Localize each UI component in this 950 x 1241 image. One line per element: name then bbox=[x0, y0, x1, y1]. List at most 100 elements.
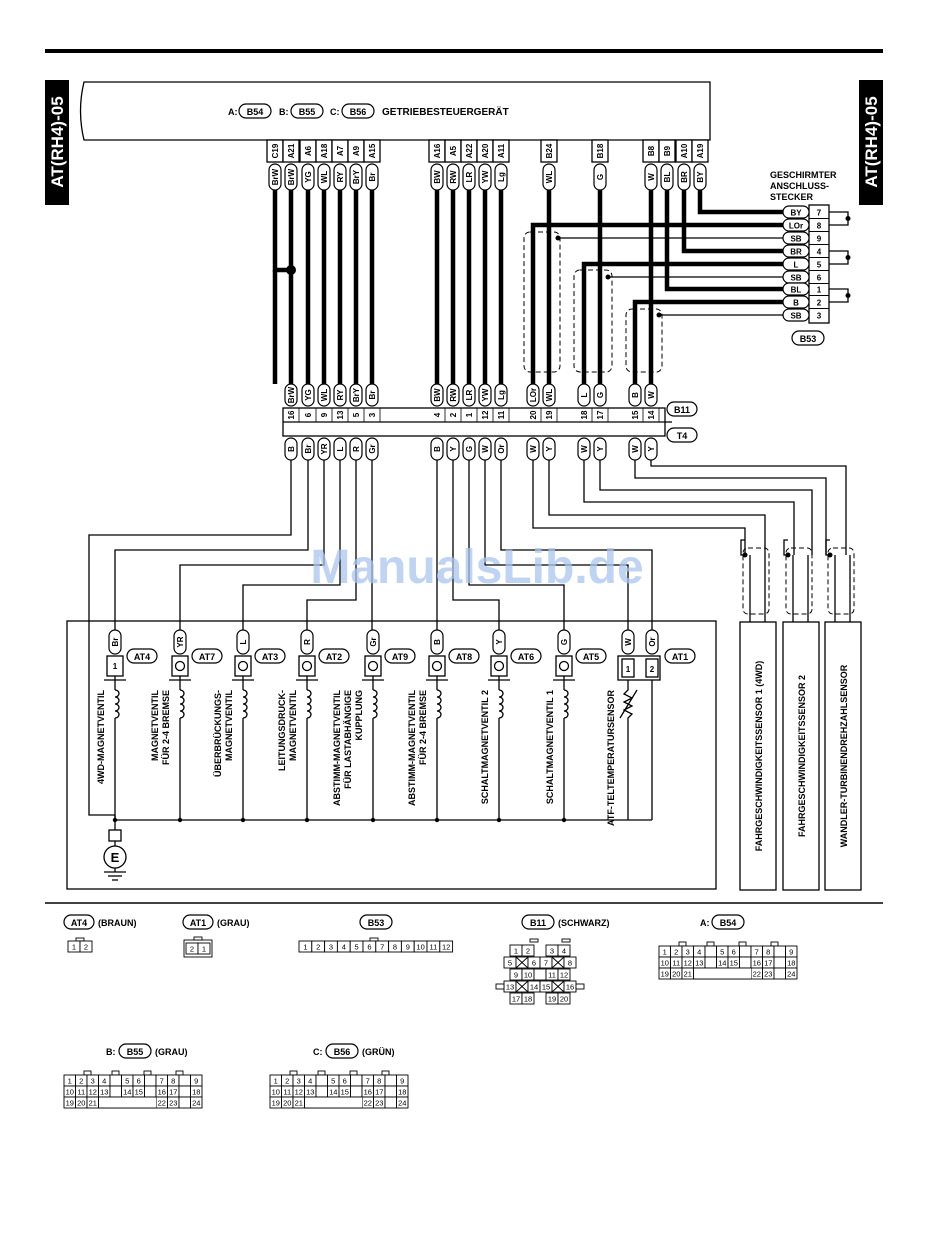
c24-cell: 5 bbox=[331, 1077, 335, 1086]
shield-row-color-6: BL bbox=[791, 286, 802, 295]
t4-wire-color-14: Y bbox=[596, 446, 605, 452]
c24-cell: 20 bbox=[283, 1099, 291, 1108]
c24-cell: 15 bbox=[135, 1088, 143, 1097]
ecu-wire-color-g1-3: WL bbox=[320, 171, 329, 184]
ecu-wire-color-g2-2: LR bbox=[465, 171, 474, 182]
c24-cell: 2 bbox=[285, 1077, 289, 1086]
ecu-wire-color-g1-4: RY bbox=[336, 171, 345, 182]
b11-cell: 15 bbox=[542, 983, 550, 992]
shield-title-2: ANSCHLUSS- bbox=[770, 181, 829, 191]
b53-cell: 11 bbox=[430, 943, 438, 952]
b11-wire-color-2: WL bbox=[320, 389, 329, 402]
c24-cell: 17 bbox=[169, 1088, 177, 1097]
b11-pin-3: 13 bbox=[336, 410, 345, 419]
valve-color-3: R bbox=[303, 639, 312, 645]
at1-cell: 2 bbox=[190, 945, 194, 954]
valve-label-2-1: MAGNETVENTIL bbox=[224, 689, 234, 761]
b11-wire-color-10: Lg bbox=[497, 390, 506, 400]
ecu-pin-g3-0: B24 bbox=[545, 143, 554, 158]
c24-cell: 9 bbox=[400, 1077, 404, 1086]
ecu-wire-color-g1-0: BrW bbox=[271, 168, 280, 185]
ecu-pin-g1-6: A15 bbox=[368, 143, 377, 158]
c24-cell: 22 bbox=[753, 970, 761, 979]
ecu-pin-g2-2: A22 bbox=[465, 143, 474, 158]
valve-ref-0: AT4 bbox=[134, 652, 150, 662]
valve-color-7: G bbox=[560, 639, 569, 645]
ecu-ref-c: B56 bbox=[350, 107, 367, 117]
c24-cell: 21 bbox=[684, 970, 692, 979]
valve-label-2-0: ÜBERBRÜCKUNGS- bbox=[213, 690, 223, 777]
speed-sensor-label-0: FAHRGESCHWINDIGKEITSSENSOR 1 (4WD) bbox=[754, 661, 764, 852]
c24-cell: 4 bbox=[102, 1077, 106, 1086]
b11-wire-color-0: BrW bbox=[287, 386, 296, 403]
ecu-pin-g2-1: A5 bbox=[449, 145, 458, 156]
ecu-ref-a: B54 bbox=[247, 107, 264, 117]
b11-wire-color-14: G bbox=[596, 392, 605, 398]
c24-cell: 18 bbox=[787, 959, 795, 968]
legend-b55-prefix: B: bbox=[106, 1047, 116, 1057]
shield-title-1: GESCHIRMTER bbox=[770, 170, 837, 180]
b11-pin-10: 11 bbox=[497, 410, 506, 419]
ecu-wire-color-g2-4: Lg bbox=[497, 172, 506, 182]
b11-cell: 7 bbox=[544, 959, 548, 968]
c24-cell: 20 bbox=[672, 970, 680, 979]
c24-cell: 14 bbox=[718, 959, 726, 968]
ecu-pin-g1-4: A7 bbox=[336, 145, 345, 156]
valve-pin: 1 bbox=[113, 662, 118, 671]
legend-b53-ref: B53 bbox=[368, 918, 385, 928]
ecu-pin-g1-2: A6 bbox=[304, 145, 313, 156]
c24-cell: 19 bbox=[661, 970, 669, 979]
t4-wire-color-9: W bbox=[481, 445, 490, 453]
shield-row-pin-5: 6 bbox=[817, 274, 822, 283]
legend-b56-label: (GRÜN) bbox=[362, 1047, 395, 1057]
ground-label: E bbox=[111, 850, 120, 865]
c24-cell: 14 bbox=[123, 1088, 131, 1097]
c24-cell: 8 bbox=[377, 1077, 381, 1086]
shield-row-pin-6: 1 bbox=[817, 286, 822, 295]
valve-ref-3: AT2 bbox=[326, 652, 342, 662]
atf-color-0: W bbox=[624, 638, 633, 646]
ecu-pin-g1-3: A18 bbox=[320, 143, 329, 158]
shield-title-3: STECKER bbox=[770, 192, 814, 202]
b11-pin-5: 3 bbox=[368, 412, 377, 417]
c24-cell: 18 bbox=[398, 1088, 406, 1097]
c24-cell: 9 bbox=[789, 948, 793, 957]
t4-wire-color-10: Or bbox=[497, 444, 506, 453]
c24-cell: 16 bbox=[158, 1088, 166, 1097]
valve-label-1-1: FÜR 2-4 BREMSE bbox=[161, 690, 171, 765]
ecu-pin-g1-5: A9 bbox=[352, 145, 361, 156]
b11-cell: 13 bbox=[506, 983, 514, 992]
t4-wire-color-6: B bbox=[433, 446, 442, 452]
ecu-pin-g1-1: A21 bbox=[287, 143, 296, 158]
legend-b55-label: (GRAU) bbox=[155, 1047, 188, 1057]
ecu-wire-color-g1-1: BrW bbox=[287, 168, 296, 185]
valve-label-1-0: MAGNETVENTIL bbox=[150, 689, 160, 761]
c24-cell: 10 bbox=[272, 1088, 280, 1097]
t4-wire-color-16: Y bbox=[647, 446, 656, 452]
ecu-wire-color-g3-1: G bbox=[596, 174, 605, 180]
c24-cell: 3 bbox=[91, 1077, 95, 1086]
ecu-wire-color-g3-0: WL bbox=[545, 171, 554, 184]
c24-cell: 23 bbox=[764, 970, 772, 979]
c24-cell: 15 bbox=[341, 1088, 349, 1097]
shield-row-color-1: LOr bbox=[789, 222, 803, 231]
b11-wire-color-13: L bbox=[580, 392, 589, 397]
c24-cell: 24 bbox=[192, 1099, 200, 1108]
valve-ref-1: AT7 bbox=[199, 652, 215, 662]
shield-row-pin-7: 2 bbox=[817, 299, 822, 308]
b11-cell: 9 bbox=[514, 971, 518, 980]
b11-pin-14: 17 bbox=[596, 410, 605, 419]
t4-wire-color-8: G bbox=[465, 446, 474, 452]
speed-sensors: FAHRGESCHWINDIGKEITSSENSOR 1 (4WD)FAHRGE… bbox=[739, 539, 862, 891]
